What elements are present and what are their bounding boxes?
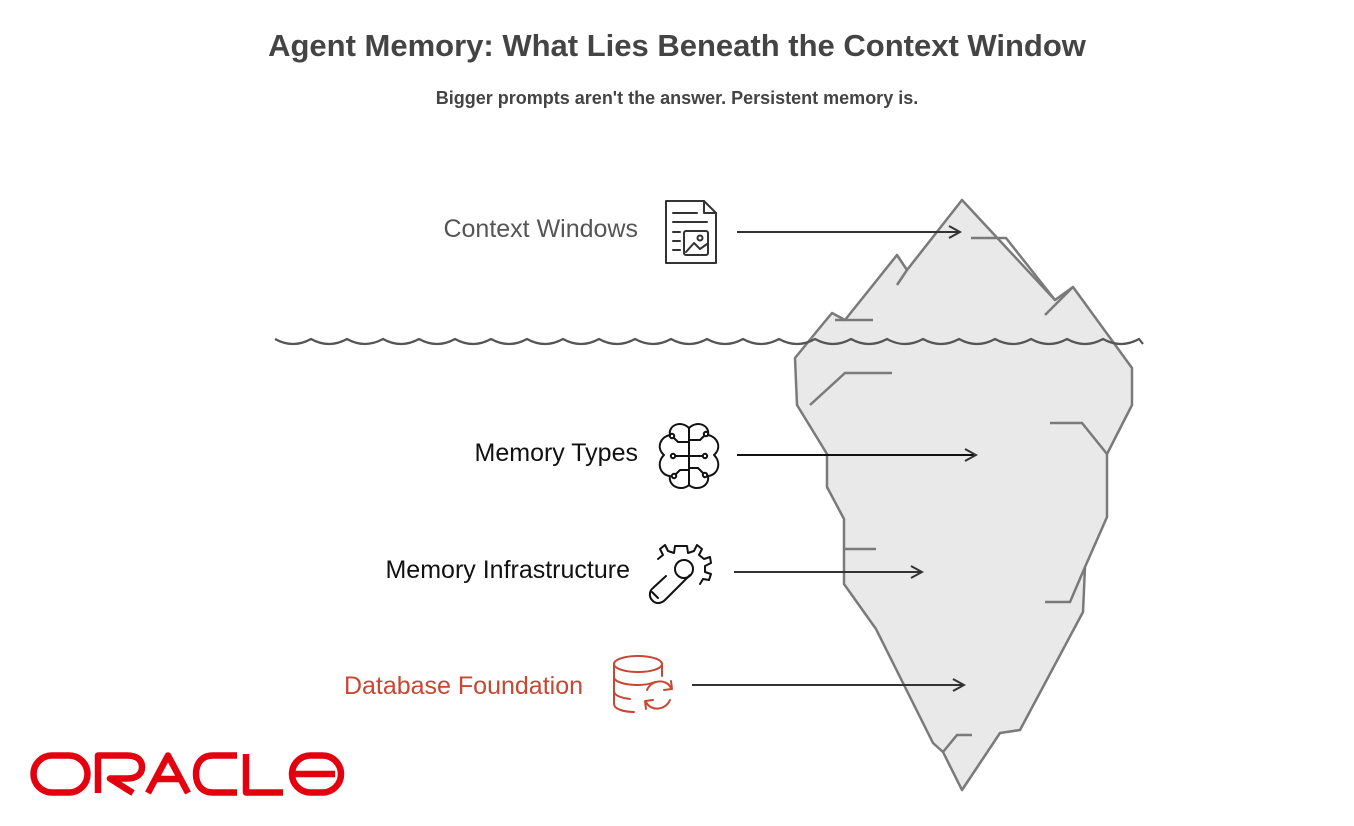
iceberg-cracks bbox=[809, 236, 1108, 753]
document-image-icon bbox=[665, 200, 717, 264]
diagram-subtitle: Bigger prompts aren't the answer. Persis… bbox=[435, 88, 919, 108]
layer-label-database-foundation: Database Foundation bbox=[343, 672, 583, 700]
database-sync-icon bbox=[613, 655, 673, 713]
brain-circuit-icon bbox=[658, 423, 720, 489]
water-line bbox=[274, 337, 1144, 346]
layer-label-memory-infrastructure: Memory Infrastructure bbox=[385, 556, 630, 584]
layer-label-memory-types: Memory Types bbox=[474, 439, 638, 467]
oracle-logo: ORACLE bbox=[30, 752, 345, 801]
layer-label-context-windows: Context Windows bbox=[443, 215, 638, 243]
diagram-title: Agent Memory: What Lies Beneath the Cont… bbox=[268, 28, 1086, 63]
gear-wrench-icon bbox=[648, 544, 712, 604]
iceberg-outline bbox=[793, 198, 1134, 792]
iceberg bbox=[793, 198, 1134, 792]
